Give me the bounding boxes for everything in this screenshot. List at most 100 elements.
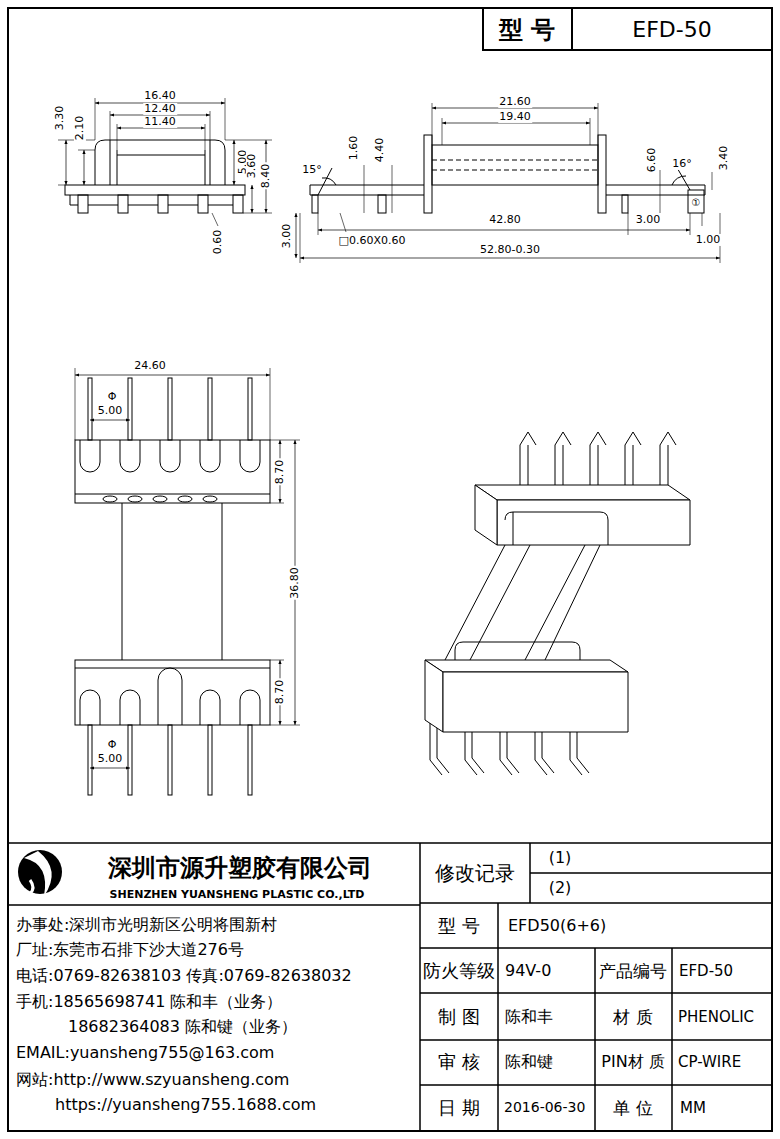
top-view bbox=[203, 496, 217, 502]
dimension-label: 3.30 bbox=[54, 105, 66, 132]
table-cell: 型 号 bbox=[438, 916, 480, 936]
dimension-label: 24.60 bbox=[133, 360, 167, 372]
table-cell: 审 核 bbox=[438, 1052, 480, 1072]
isometric-view bbox=[475, 485, 497, 545]
table-cell: PIN材 质 bbox=[601, 1053, 664, 1071]
bobbin-drawing bbox=[8, 8, 772, 1131]
top-view bbox=[128, 378, 132, 440]
dimension-label: 42.80 bbox=[488, 214, 522, 226]
extension-line bbox=[300, 103, 720, 263]
title-block-grid bbox=[420, 903, 772, 1085]
extension-line bbox=[75, 368, 300, 725]
front-view bbox=[432, 145, 598, 185]
front-view bbox=[378, 195, 386, 213]
dimension-line bbox=[90, 420, 130, 421]
company-info: https://yuansheng755.1688.com bbox=[55, 1096, 316, 1114]
sheet-frame bbox=[483, 8, 772, 50]
side-view bbox=[110, 140, 210, 185]
dimension-label: 8.40 bbox=[260, 163, 272, 190]
company-logo bbox=[30, 880, 33, 894]
isometric-view bbox=[443, 672, 628, 732]
top-view bbox=[103, 496, 117, 502]
isometric-view bbox=[497, 500, 690, 545]
dimension-label: 5.00 bbox=[97, 405, 124, 417]
dimension-label: 12.40 bbox=[143, 103, 177, 115]
dimension-line bbox=[296, 108, 720, 258]
side-view bbox=[65, 185, 245, 195]
front-view bbox=[310, 135, 705, 213]
extension-line bbox=[58, 98, 272, 226]
top-view bbox=[75, 440, 270, 503]
table-cell: 日 期 bbox=[438, 1098, 480, 1118]
side-view bbox=[158, 195, 168, 213]
extension-line bbox=[300, 213, 720, 263]
front-view bbox=[432, 160, 598, 170]
table-cell: 材 质 bbox=[613, 1008, 652, 1027]
table-cell: PHENOLIC bbox=[678, 1009, 754, 1026]
dimension-line bbox=[252, 185, 253, 213]
extension-line bbox=[95, 98, 225, 150]
angle-label: 15° bbox=[301, 164, 323, 176]
side-view bbox=[95, 140, 225, 185]
title-block-grid bbox=[8, 843, 772, 1131]
table-cell: 94V-0 bbox=[505, 962, 551, 980]
side-view bbox=[118, 195, 128, 213]
table-cell: EFD50(6+6) bbox=[508, 917, 606, 935]
revision-note: (1) bbox=[549, 849, 572, 867]
dimension-line bbox=[66, 140, 67, 185]
extension-line bbox=[432, 103, 598, 145]
side-view bbox=[70, 195, 233, 205]
top-view bbox=[88, 378, 92, 440]
extension-line bbox=[75, 368, 300, 725]
side-view bbox=[233, 195, 243, 213]
top-view bbox=[122, 503, 222, 660]
table-cell: 产品编号 bbox=[599, 962, 667, 981]
company-info: 办事处:深圳市光明新区公明将围新村 bbox=[16, 916, 277, 934]
table-cell: 制 图 bbox=[438, 1007, 480, 1027]
table-cell: 陈和丰 bbox=[505, 1008, 553, 1026]
company-name: 深圳市源升塑胶有限公司 bbox=[108, 855, 372, 881]
company-info: 厂址:东莞市石排下沙大道276号 bbox=[16, 941, 244, 959]
dimension-label: 3.00 bbox=[635, 214, 662, 226]
front-view bbox=[622, 195, 628, 213]
top-view bbox=[208, 378, 212, 440]
top-view bbox=[128, 725, 132, 795]
side-view bbox=[198, 195, 208, 213]
company-name-en: SHENZHEN YUANSHENG PLASTIC CO.,LTD bbox=[110, 889, 365, 901]
top-view bbox=[75, 660, 270, 725]
dimension-line bbox=[318, 230, 690, 231]
top-view bbox=[88, 725, 92, 795]
top-view bbox=[248, 378, 252, 440]
top-view bbox=[153, 496, 167, 502]
dimension-label: 2.10 bbox=[74, 115, 86, 142]
revision-note: (2) bbox=[549, 879, 572, 897]
dimension-line bbox=[234, 140, 235, 185]
isometric-view bbox=[425, 432, 690, 775]
title-block-grid bbox=[498, 843, 772, 1131]
dimension-label: 6.60 bbox=[646, 147, 658, 174]
isometric-view bbox=[455, 642, 580, 660]
dimension-line bbox=[84, 150, 85, 185]
top-view bbox=[75, 494, 270, 495]
table-cell: 防火等级 bbox=[423, 961, 495, 981]
extension-line bbox=[364, 165, 712, 213]
dimension-label: 8.70 bbox=[274, 679, 286, 706]
dimension-label: 3.00 bbox=[281, 223, 293, 250]
dimension-label: □0.60X0.60 bbox=[338, 235, 407, 247]
front-view bbox=[688, 190, 704, 213]
angle-label: 16° bbox=[671, 158, 693, 170]
isometric-view bbox=[520, 432, 676, 485]
dimension-label: 3.40 bbox=[718, 145, 730, 172]
isometric-view bbox=[505, 512, 608, 545]
dimension-label: 1.60 bbox=[348, 135, 360, 162]
company-info: 网站:http://www.szyuansheng.com bbox=[16, 1071, 289, 1089]
dimension-line bbox=[300, 258, 720, 259]
table-cell: 2016-06-30 bbox=[504, 1100, 585, 1115]
top-view bbox=[80, 668, 260, 725]
isometric-view bbox=[475, 485, 690, 500]
top-view bbox=[248, 725, 252, 795]
front-view bbox=[424, 135, 432, 213]
front-view bbox=[310, 185, 705, 195]
table-cell: 修改记录 bbox=[435, 862, 515, 884]
